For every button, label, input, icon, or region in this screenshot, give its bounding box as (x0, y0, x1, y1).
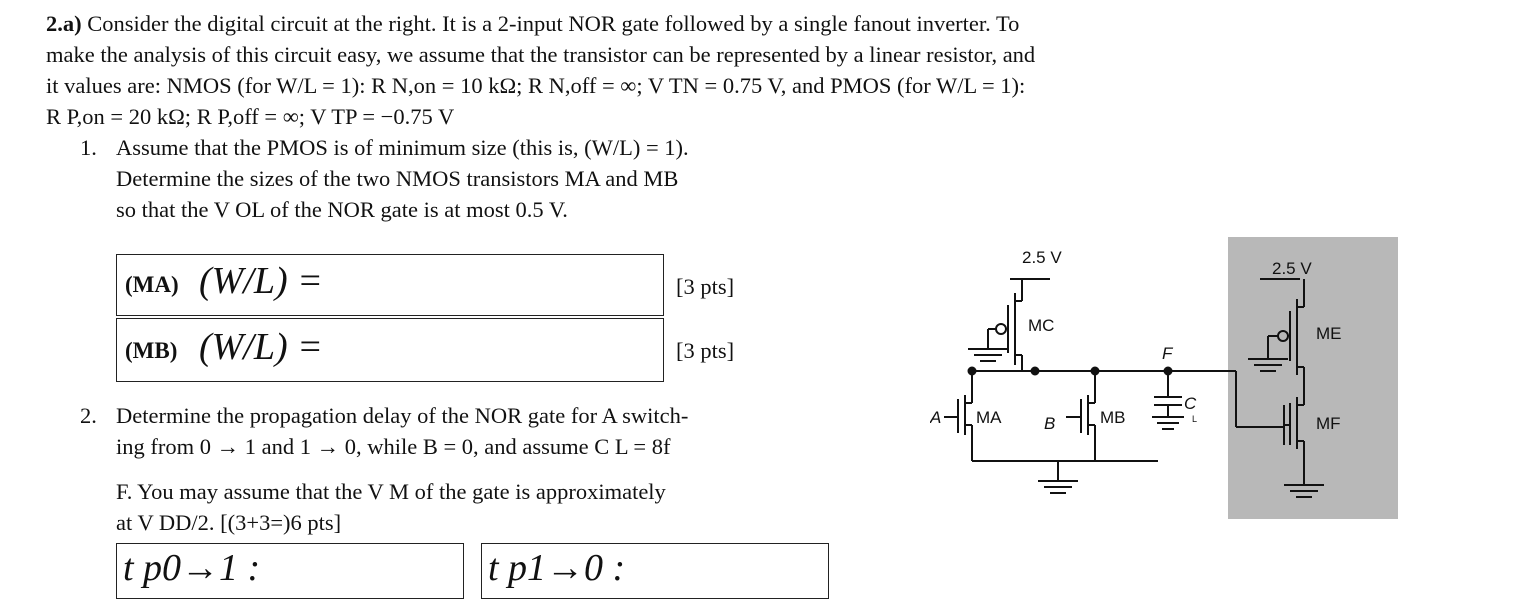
answer-ma-expr: (W/L) = (199, 260, 323, 302)
answer-mb-tag: (MB) (125, 338, 178, 363)
node-f-label: F (1162, 344, 1174, 363)
inverter-shade (1228, 237, 1398, 519)
item2-line3: F. You may assume that the V M of the ga… (116, 479, 666, 504)
item2-line2: ing from 0 → 1 and 1 → 0, while B = 0, a… (116, 434, 671, 459)
answer-ma-pts: [3 pts] (676, 274, 735, 299)
answer-box-tp10[interactable]: t p1→0 : (481, 543, 829, 599)
item1-line2: Determine the sizes of the two NMOS tran… (116, 166, 679, 191)
mc-label: MC (1028, 316, 1054, 335)
input-a-label: A (930, 408, 941, 427)
problem-intro: 2.a) Consider the digital circuit at the… (46, 8, 1506, 132)
cap-label: C (1184, 394, 1197, 413)
answer-box-mb[interactable]: (MB) (W/L) = (116, 318, 664, 382)
item2-line4: at V DD/2. [(3+3=)6 pts] (116, 510, 342, 535)
answer-tp10-expr: t p1→0 : (488, 547, 626, 589)
intro-line-3: it values are: NMOS (for W/L = 1): R N,o… (46, 73, 1026, 98)
item2-number: 2. (80, 403, 97, 428)
vdd-right-label: 2.5 V (1272, 259, 1312, 278)
answer-ma-tag: (MA) (125, 272, 179, 297)
answer-tp01-expr: t p0→1 : (123, 547, 261, 589)
answer-box-tp01[interactable]: t p0→1 : (116, 543, 464, 599)
problem-label: 2.a) (46, 11, 82, 36)
input-b-label: B (1044, 414, 1055, 433)
item2-line1: Determine the propagation delay of the N… (116, 403, 689, 428)
item1-line3: so that the V OL of the NOR gate is at m… (116, 197, 568, 222)
intro-line-4: R P,on = 20 kΩ; R P,off = ∞; V TP = −0.7… (46, 104, 455, 129)
me-label: ME (1316, 324, 1342, 343)
answer-box-ma[interactable]: (MA) (W/L) = (116, 254, 664, 316)
mf-label: MF (1316, 414, 1341, 433)
item1-number: 1. (80, 135, 97, 160)
answer-mb-expr: (W/L) = (199, 326, 323, 368)
ma-label: MA (976, 408, 1002, 427)
item1-line1: Assume that the PMOS is of minimum size … (116, 135, 689, 160)
nor-inverter-circuit: 2.5 V MC A MA B MB F C L (930, 237, 1398, 519)
mc-bubble (995, 323, 1007, 335)
intro-line-2: make the analysis of this circuit easy, … (46, 42, 1036, 67)
cap-sub-label: L (1192, 414, 1197, 424)
mb-label: MB (1100, 408, 1126, 427)
vdd-left-label: 2.5 V (1022, 248, 1062, 267)
intro-line-1: 2.a) Consider the digital circuit at the… (46, 11, 1020, 36)
answer-mb-pts: [3 pts] (676, 338, 735, 363)
